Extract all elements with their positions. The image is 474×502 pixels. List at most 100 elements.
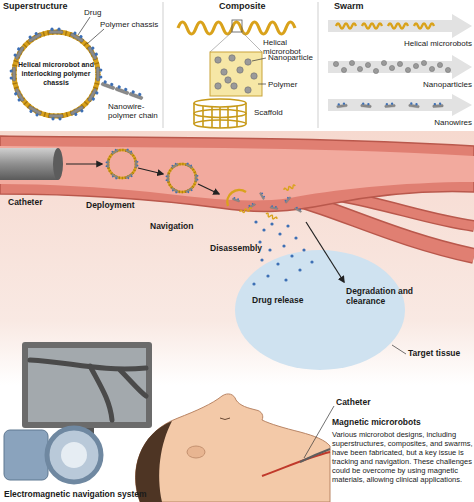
separator-line	[318, 2, 319, 128]
device-label: Electromagnetic navigation system	[4, 490, 147, 500]
nanoparticles	[231, 83, 237, 89]
released-drug	[284, 278, 287, 281]
helix	[336, 24, 356, 29]
vessel-lumen	[0, 146, 474, 200]
nanowire	[12, 45, 24, 60]
scaffold	[211, 107, 213, 128]
helical-ring-coil	[14, 32, 98, 116]
stage-label: Disassembly	[210, 244, 262, 254]
released-drug	[276, 262, 279, 265]
zoom-line	[242, 32, 262, 52]
patient-eye	[220, 418, 230, 420]
panel-heading: Composite	[219, 1, 266, 11]
catheter-line	[300, 449, 330, 462]
nanowire	[27, 30, 42, 42]
monitor-screen	[28, 348, 146, 422]
clinical-scene	[4, 342, 334, 502]
stage-label: Degradation and clearance	[346, 286, 430, 306]
released-drug	[302, 248, 305, 251]
nanoparticles	[225, 77, 231, 83]
scaffold	[219, 107, 221, 128]
composite-panel: CompositeHelical microrobotNanoparticleP…	[163, 0, 318, 130]
stage-label: Drug release	[252, 296, 304, 306]
nanoparticles	[245, 59, 251, 65]
released-drug	[270, 222, 273, 225]
nanoparticles	[429, 66, 434, 71]
released-drug	[254, 220, 257, 223]
nanowire	[361, 102, 372, 108]
part-label: Nanoparticles	[378, 80, 472, 89]
swarm-arrow	[328, 55, 472, 79]
scaffold	[245, 103, 247, 124]
nanoparticles	[237, 67, 243, 73]
released-drug	[294, 236, 297, 239]
released-drug	[260, 258, 263, 261]
scaffold	[194, 99, 246, 107]
nanoparticles	[413, 63, 418, 68]
stage-label: Navigation	[150, 222, 193, 232]
part-label: Polymer	[268, 80, 297, 89]
microrobot-navigating	[166, 162, 199, 194]
part-label: Nanowires	[378, 118, 472, 127]
scaffold	[227, 107, 229, 128]
leader-line	[87, 29, 104, 44]
leader-line	[304, 406, 334, 458]
released-drug	[268, 248, 271, 251]
nanowire	[49, 28, 63, 34]
nanowire	[10, 67, 16, 81]
stage-arrow	[66, 163, 102, 164]
box-heading: Magnetic microrobots	[332, 418, 421, 428]
nanoparticles	[333, 60, 450, 73]
stage-arrow	[138, 168, 163, 174]
disassembled-parts	[232, 196, 240, 202]
part-label: Polymer chassis	[100, 20, 158, 29]
released-drug	[282, 244, 285, 247]
nanoparticles	[381, 60, 386, 65]
coil-bore	[61, 442, 87, 468]
nanoparticles	[341, 67, 346, 72]
disassembled-parts	[294, 206, 302, 213]
disassembled-parts	[240, 207, 252, 213]
callout-label: Catheter	[336, 398, 370, 408]
nanoparticles	[357, 66, 362, 71]
scaffold	[202, 106, 204, 127]
released-drug	[266, 274, 269, 277]
polymer-block	[210, 52, 262, 96]
leader-line	[78, 17, 90, 35]
nanoparticles	[437, 62, 442, 67]
stage-arrow	[198, 184, 219, 194]
neck-vessel	[262, 452, 330, 476]
disassembled-parts	[227, 184, 302, 220]
nanowire	[49, 114, 63, 120]
stage-label: Target tissue	[408, 349, 460, 359]
part-label: Helical microrobot and interlocking poly…	[18, 60, 94, 87]
microrobot-deployed	[106, 148, 139, 180]
released-drug	[278, 232, 281, 235]
leader-line	[392, 345, 406, 354]
helix	[414, 24, 434, 29]
nanoparticles	[365, 62, 370, 67]
separator-line	[163, 2, 164, 128]
helical-ring	[14, 32, 98, 116]
vessel-branch	[340, 196, 474, 226]
nanowire	[88, 88, 100, 103]
swarm-arrow	[328, 94, 472, 116]
disassembled-parts	[284, 195, 291, 203]
nanowire	[409, 102, 420, 108]
zoom-box	[232, 20, 242, 32]
stage-label: Catheter	[8, 198, 42, 208]
swarm-art	[328, 14, 472, 116]
nanowire-chain	[115, 84, 130, 94]
helix	[362, 24, 382, 29]
nanoparticles	[245, 87, 251, 93]
blood-vessel	[0, 136, 474, 211]
part-label: Scaffold	[254, 108, 283, 117]
part-label: Nanowire-polymer chain	[108, 102, 162, 120]
leader-line	[252, 58, 266, 61]
nanowire	[70, 106, 85, 118]
panel-separators	[163, 2, 318, 128]
stage-label: Deployment	[86, 201, 135, 211]
nanoparticles	[445, 67, 450, 72]
